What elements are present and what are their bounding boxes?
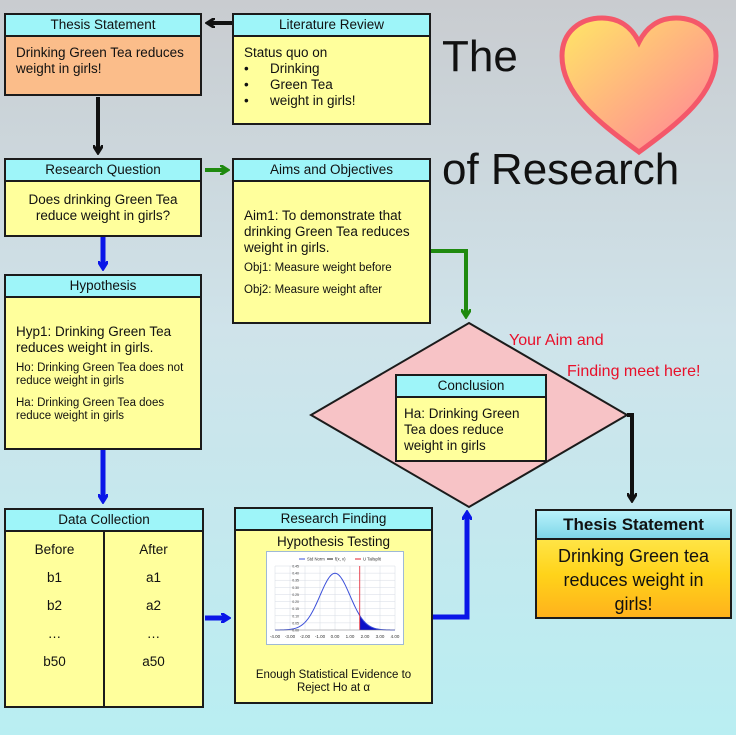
alternative-hypothesis: Ha: Drinking Green Tea does reduce weigh… bbox=[16, 397, 165, 422]
literature-review-header: Literature Review bbox=[234, 15, 429, 37]
annotation-line2: Finding meet here! bbox=[567, 363, 701, 380]
final-thesis-text: Drinking Green tea reduces weight in gir… bbox=[557, 546, 710, 614]
conclusion-text: Ha: Drinking Green Tea does reduce weigh… bbox=[404, 406, 520, 453]
chart-legend-label: Std Norm bbox=[307, 557, 325, 562]
final-thesis-header: Thesis Statement bbox=[537, 511, 730, 540]
research-question-box: Research Question Does drinking Green Te… bbox=[4, 158, 202, 237]
chart-y-tick-label: 0.15 bbox=[292, 607, 299, 611]
chart-x-tick-label: -1.00 bbox=[315, 634, 326, 639]
finding-caption: Enough Statistical Evidence to Reject Ho… bbox=[255, 669, 412, 694]
literature-intro: Status quo on bbox=[244, 45, 328, 60]
before-value: b1 bbox=[46, 570, 63, 585]
before-value: b50 bbox=[43, 654, 66, 669]
data-collection-box: Data Collection Before b1 b2 … b50 After… bbox=[4, 508, 204, 708]
after-value: … bbox=[146, 626, 161, 641]
conclusion-header: Conclusion bbox=[397, 376, 545, 398]
after-value: a2 bbox=[145, 598, 162, 613]
after-value: a1 bbox=[145, 570, 162, 585]
literature-bullet: •weight in girls! bbox=[244, 93, 356, 108]
chart-y-tick-label: 0.05 bbox=[292, 621, 299, 625]
hypothesis-testing-chart: -4.00 -3.00 -2.00 -1.00 0.00 1.00 2.00 3.00 4.00… bbox=[266, 551, 404, 645]
chart-y-tick-label: 0.20 bbox=[292, 600, 299, 604]
aim-text: Aim1: To demonstrate that drinking Green… bbox=[244, 208, 410, 255]
chart-y-tick-label: 0.40 bbox=[292, 572, 299, 576]
chart-y-tick-label: 0.30 bbox=[292, 586, 299, 590]
objective-1: Obj1: Measure weight before bbox=[244, 262, 392, 274]
before-value: b2 bbox=[46, 598, 63, 613]
thesis-statement-box: Thesis Statement Drinking Green Tea redu… bbox=[4, 13, 202, 96]
chart-legend-label: U Tailsplit bbox=[363, 557, 382, 562]
chart-tail-area bbox=[359, 615, 395, 630]
chart-x-tick-label: 1.00 bbox=[346, 634, 355, 639]
chart-x-tick-label: -3.00 bbox=[285, 634, 296, 639]
before-column: Before b1 b2 … b50 bbox=[6, 532, 105, 708]
heart-icon bbox=[559, 15, 719, 156]
chart-y-tick-label: 0.35 bbox=[292, 579, 299, 583]
chart-series-line bbox=[275, 572, 395, 631]
chart-x-tick-label: -2.00 bbox=[300, 634, 311, 639]
annotation-line1: Your Aim and bbox=[509, 332, 604, 349]
hypothesis-testing-title: Hypothesis Testing bbox=[276, 534, 391, 549]
title-the: The bbox=[442, 32, 518, 81]
aims-objectives-box: Aims and Objectives Aim1: To demonstrate… bbox=[232, 158, 431, 324]
hypothesis-header: Hypothesis bbox=[6, 276, 200, 298]
after-title: After bbox=[139, 542, 168, 557]
thesis-statement-text: Drinking Green Tea reduces weight in gir… bbox=[16, 45, 184, 76]
after-column: After a1 a2 … a50 bbox=[105, 532, 202, 708]
chart-y-tick-label: 0.00 bbox=[292, 629, 299, 633]
aims-objectives-header: Aims and Objectives bbox=[234, 160, 429, 182]
data-collection-header: Data Collection bbox=[6, 510, 202, 532]
chart-x-tick-label: 2.00 bbox=[361, 634, 370, 639]
chart-x-tick-label: -4.00 bbox=[270, 634, 281, 639]
research-finding-header: Research Finding bbox=[236, 509, 431, 531]
chart-y-tick-label: 0.10 bbox=[292, 614, 299, 618]
literature-bullet: •Green Tea bbox=[244, 77, 333, 92]
literature-review-box: Literature Review Status quo on •Drinkin… bbox=[232, 13, 431, 125]
before-value: … bbox=[47, 626, 62, 641]
chart-x-tick-label: 3.00 bbox=[376, 634, 385, 639]
research-question-text: Does drinking Green Tea reduce weight in… bbox=[28, 192, 178, 223]
thesis-statement-header: Thesis Statement bbox=[6, 15, 200, 37]
research-finding-box: Research Finding Hypothesis Testing -4.0… bbox=[234, 507, 433, 704]
title-of-research: of Research bbox=[442, 145, 680, 194]
conclusion-box: Conclusion Ha: Drinking Green Tea does r… bbox=[395, 374, 547, 462]
hypothesis-box: Hypothesis Hyp1: Drinking Green Tea redu… bbox=[4, 274, 202, 450]
before-title: Before bbox=[34, 542, 75, 557]
after-value: a50 bbox=[142, 654, 165, 669]
research-question-header: Research Question bbox=[6, 160, 200, 182]
final-thesis-box: Thesis Statement Drinking Green tea redu… bbox=[535, 509, 732, 619]
chart-x-tick-label: 4.00 bbox=[391, 634, 400, 639]
chart-legend-label: f(x, ν) bbox=[335, 557, 346, 562]
literature-bullet: •Drinking bbox=[244, 61, 320, 76]
hypothesis-text: Hyp1: Drinking Green Tea reduces weight … bbox=[16, 324, 172, 355]
null-hypothesis: Ho: Drinking Green Tea does not reduce w… bbox=[16, 362, 184, 387]
chart-y-tick-label: 0.25 bbox=[292, 593, 299, 597]
objective-2: Obj2: Measure weight after bbox=[244, 284, 383, 296]
chart-y-tick-label: 0.45 bbox=[292, 565, 299, 569]
chart-x-tick-label: 0.00 bbox=[331, 634, 340, 639]
